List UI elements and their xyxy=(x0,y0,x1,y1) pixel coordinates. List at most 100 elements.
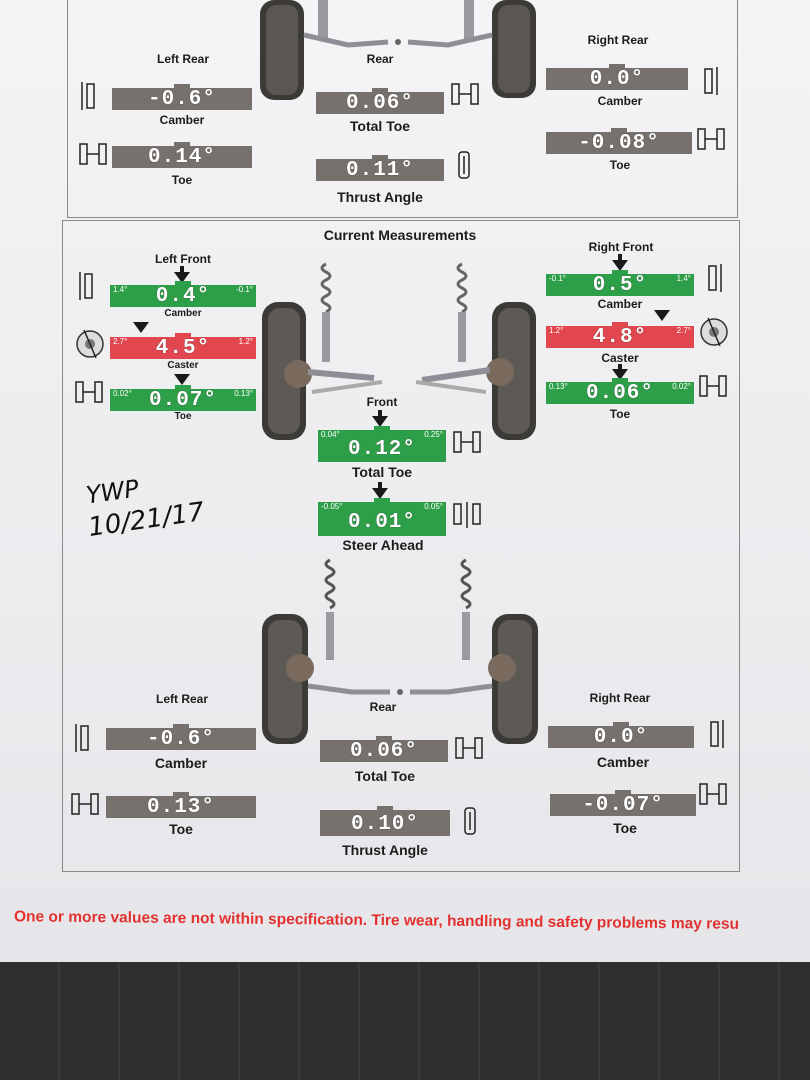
right-rear-title: Right Rear xyxy=(589,691,651,705)
gauge-value: 0.11° xyxy=(345,159,414,182)
caster-icon xyxy=(700,317,728,347)
gauge-min: 1.4° xyxy=(113,285,128,294)
right-front-caster-gauge: 1.2° 2.7° 4.8° xyxy=(546,322,694,348)
gauge-value: 4.5° xyxy=(155,337,211,360)
right-front-camber-label: Camber xyxy=(597,297,643,311)
gauge-value: 0.06° xyxy=(585,382,654,405)
gauge-value: 0.06° xyxy=(349,740,418,763)
rear-suspension-diagram xyxy=(262,558,538,744)
top-right-rear-camber-label: Camber xyxy=(597,94,643,108)
front-title: Front xyxy=(366,395,398,409)
left-rear-toe-gauge: 0.13° xyxy=(106,792,256,818)
left-rear-toe-label: Toe xyxy=(169,821,193,837)
toe-icon xyxy=(697,128,725,150)
camber-icon xyxy=(708,264,722,292)
front-total-toe-label: Total Toe xyxy=(351,464,413,480)
toe-icon xyxy=(75,381,103,403)
indicator-arrow xyxy=(174,374,190,385)
left-front-toe-gauge: 0.02° 0.13° 0.07° xyxy=(110,385,256,411)
total-toe-icon xyxy=(455,737,483,759)
toe-icon xyxy=(699,783,727,805)
current-measurements-panel xyxy=(62,220,740,872)
indicator-arrow xyxy=(372,488,388,499)
gauge-min: 1.2° xyxy=(549,326,564,335)
indicator-arrow-stem xyxy=(618,364,622,370)
right-rear-toe-label: Toe xyxy=(613,820,637,836)
front-total-toe-gauge: 0.04° 0.25° 0.12° xyxy=(318,426,446,462)
gauge-value: 0.13° xyxy=(146,796,215,819)
indicator-arrow xyxy=(133,322,149,333)
right-rear-camber-label: Camber xyxy=(596,754,650,770)
indicator-arrow xyxy=(372,416,388,427)
current-measurements-title: Current Measurements xyxy=(323,227,477,243)
gauge-max: 2.7° xyxy=(676,326,691,335)
gauge-min: 0.13° xyxy=(549,382,568,391)
gauge-value: -0.6° xyxy=(146,728,215,751)
left-front-caster-gauge: 2.7° 1.2° 4.5° xyxy=(110,333,256,359)
indicator-arrow xyxy=(612,260,628,271)
gauge-max: -0.1° xyxy=(236,285,253,294)
gauge-min: -0.05° xyxy=(321,502,343,511)
gauge-value: 0.06° xyxy=(345,92,414,115)
front-steer-ahead-label: Steer Ahead xyxy=(342,537,424,553)
rear-total-toe-label: Total Toe xyxy=(354,768,416,784)
indicator-arrow-stem xyxy=(618,254,622,260)
camber-icon xyxy=(79,272,93,300)
rear-thrust-label: Thrust Angle xyxy=(342,842,428,858)
total-toe-icon xyxy=(451,83,479,105)
top-left-rear-toe-gauge: 0.14° xyxy=(112,142,252,168)
right-front-caster-label: Caster xyxy=(601,351,639,365)
gauge-min: -0.1° xyxy=(549,274,566,283)
floor-background xyxy=(0,962,810,1080)
rear-total-toe-gauge: 0.06° xyxy=(320,736,448,762)
top-rear-total-toe-label: Total Toe xyxy=(349,118,411,134)
left-front-camber-label: Camber xyxy=(164,308,202,319)
gauge-value: 0.5° xyxy=(592,274,648,297)
indicator-arrow-stem xyxy=(180,266,184,272)
indicator-arrow xyxy=(654,310,670,321)
top-panel xyxy=(67,0,738,218)
steer-ahead-icon xyxy=(453,502,481,528)
camber-icon xyxy=(710,720,724,748)
rear-suspension-diagram-top xyxy=(260,0,536,100)
left-rear-camber-label: Camber xyxy=(154,755,208,771)
gauge-value: -0.07° xyxy=(582,794,664,817)
gauge-max: 1.2° xyxy=(238,337,253,346)
left-rear-camber-gauge: -0.6° xyxy=(106,724,256,750)
gauge-max: 0.25° xyxy=(424,430,443,439)
indicator-arrow-stem xyxy=(378,410,382,416)
gauge-max: 0.05° xyxy=(424,502,443,511)
gauge-max: 0.02° xyxy=(672,382,691,391)
rear-title: Rear xyxy=(369,700,397,714)
right-front-title: Right Front xyxy=(588,240,654,254)
gauge-value: 0.0° xyxy=(589,68,645,91)
gauge-value: 0.10° xyxy=(350,813,419,836)
thrust-angle-icon xyxy=(458,151,470,179)
right-front-toe-label: Toe xyxy=(609,407,631,421)
left-front-caster-label: Caster xyxy=(167,360,199,371)
top-left-rear-toe-label: Toe xyxy=(171,173,193,187)
gauge-min: 0.02° xyxy=(113,389,132,398)
gauge-value: 0.07° xyxy=(148,389,217,412)
top-rear-thrust-gauge: 0.11° xyxy=(316,155,444,181)
gauge-max: 0.13° xyxy=(234,389,253,398)
gauge-value: 0.14° xyxy=(147,146,216,169)
top-rear-title: Rear xyxy=(366,52,394,66)
right-rear-toe-gauge: -0.07° xyxy=(550,790,696,816)
toe-icon xyxy=(699,375,727,397)
top-right-rear-toe-label: Toe xyxy=(609,158,631,172)
indicator-arrow-stem xyxy=(378,482,382,488)
indicator-arrow xyxy=(174,272,190,283)
gauge-value: 4.8° xyxy=(592,326,648,349)
camber-icon xyxy=(81,82,95,110)
left-rear-title: Left Rear xyxy=(155,692,208,706)
camber-icon xyxy=(75,724,89,752)
right-front-toe-gauge: 0.13° 0.02° 0.06° xyxy=(546,378,694,404)
top-rear-total-toe-gauge: 0.06° xyxy=(316,88,444,114)
top-right-rear-toe-gauge: -0.08° xyxy=(546,128,692,154)
front-suspension-diagram xyxy=(262,262,536,440)
gauge-min: 2.7° xyxy=(113,337,128,346)
left-front-camber-gauge: 1.4° -0.1° 0.4° xyxy=(110,281,256,307)
front-steer-ahead-gauge: -0.05° 0.05° 0.01° xyxy=(318,498,446,536)
gauge-value: -0.6° xyxy=(147,88,216,111)
